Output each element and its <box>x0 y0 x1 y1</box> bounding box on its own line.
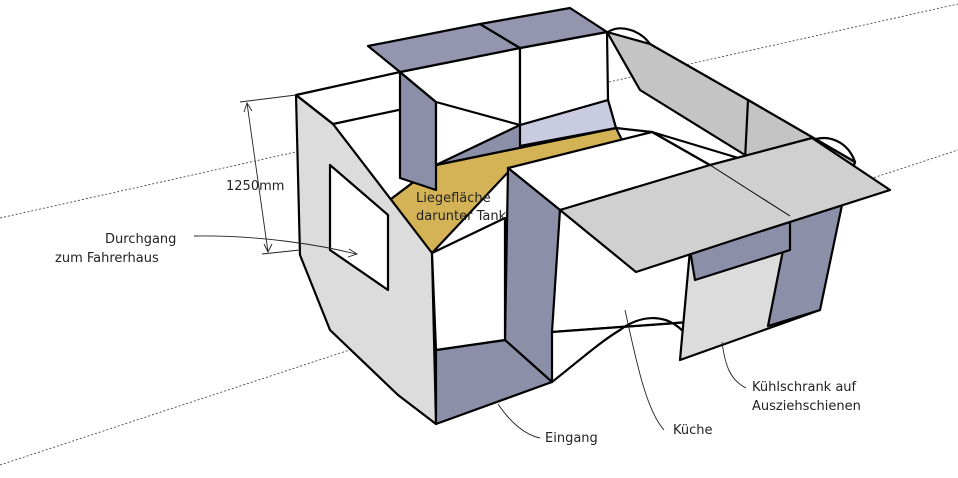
fridge-callout: Kühlschrank auf Ausziehschienen <box>721 341 861 414</box>
entrance-callout: Eingang <box>497 403 598 446</box>
bed-callout: Liegefläche darunter Tank <box>416 191 507 224</box>
roof-panel-right <box>478 6 609 50</box>
kitchen-callout: Küche <box>624 309 713 438</box>
kitchen-wheel-arch <box>550 317 692 384</box>
dimension-label: 1250mm <box>226 179 284 194</box>
entrance-inner-wall <box>430 216 507 352</box>
height-dimension: 1250mm <box>226 94 301 255</box>
fridge-label-line1: Kühlschrank auf <box>752 380 857 395</box>
entrance-label: Eingang <box>545 431 598 446</box>
kitchen-label: Küche <box>673 423 713 438</box>
passage-label-line2: zum Fahrerhaus <box>55 251 159 266</box>
passage-callout: Durchgang zum Fahrerhaus <box>55 232 359 266</box>
bed-label-line1: Liegefläche <box>416 191 491 206</box>
side-window <box>328 163 390 292</box>
fridge-label-line2: Ausziehschienen <box>752 399 861 414</box>
passage-label-line1: Durchgang <box>105 232 176 247</box>
bed-label-line2: darunter Tank <box>416 209 507 224</box>
